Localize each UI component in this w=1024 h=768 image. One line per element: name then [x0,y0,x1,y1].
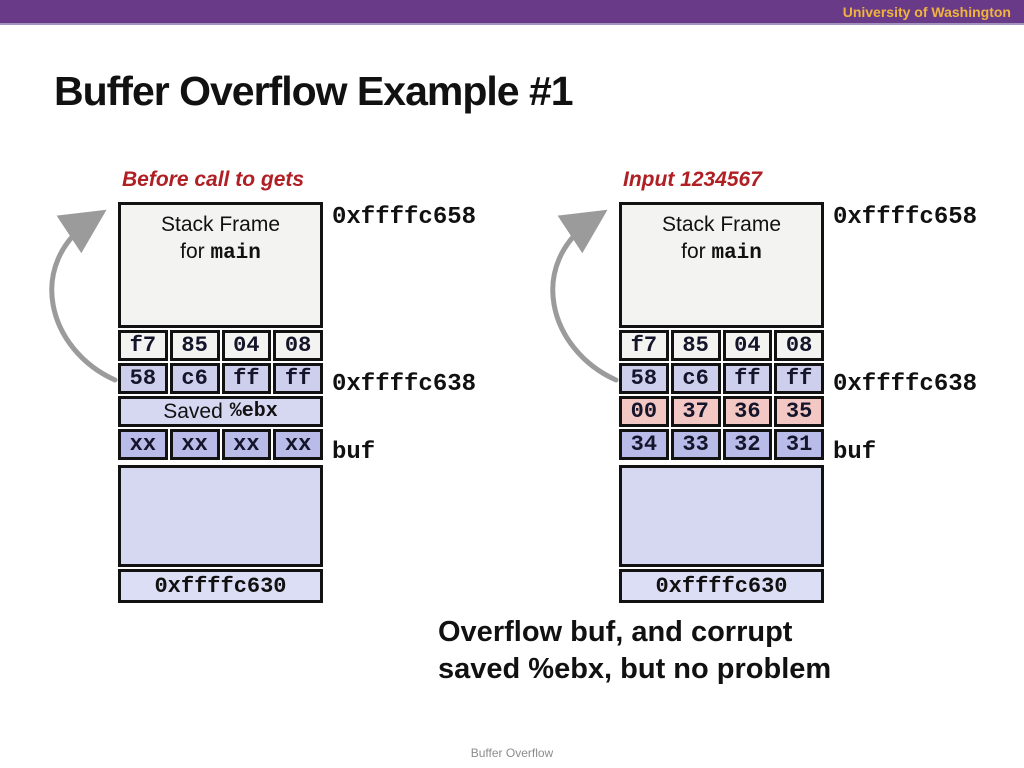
byte-cell: xx [118,429,168,460]
footer-slide-label: Buffer Overflow [470,746,554,760]
byte-cell: f7 [118,330,168,361]
byte-row: Saved %ebx [118,396,323,427]
address-label-top: 0xffffc658 [833,204,978,231]
conclusion-note-line1: Overflow buf, and corrupt [438,616,793,648]
byte-cell: 04 [722,330,773,361]
header-bar: University of Washington [0,0,1024,25]
byte-cell: c6 [169,363,220,394]
address-label-mid: 0xffffc638 [833,371,978,398]
conclusion-note-line2: saved %ebx, but no problem [438,653,832,685]
buf-label: buf [833,439,877,466]
frame-pointer-arrow-icon [49,209,118,383]
buffer-area [118,465,323,567]
byte-cell: 58 [118,363,168,394]
byte-cell: xx [273,429,323,460]
byte-cell: 00 [619,396,669,427]
byte-cell: 31 [774,429,824,460]
saved-label-prefix: Saved [163,399,223,423]
byte-cell: 85 [169,330,220,361]
address-label-top: 0xffffc658 [332,204,477,231]
byte-cell: 08 [774,330,824,361]
page-title: Buffer Overflow Example #1 [54,68,574,114]
byte-cell: ff [722,363,773,394]
byte-cell: 33 [670,429,721,460]
diagram-caption: Input 1234567 [623,168,762,191]
bottom-address-row: 0xffffc630 [619,569,824,603]
frame-title: Stack Frame [661,213,782,236]
byte-cell: 36 [722,396,773,427]
byte-cell: c6 [670,363,721,394]
byte-cell: xx [169,429,220,460]
frame-subtitle: for main [622,240,821,265]
address-label-mid: 0xffffc638 [332,371,477,398]
byte-cell: 85 [670,330,721,361]
frame-subtitle-code: main [711,242,762,265]
byte-cell: ff [774,363,824,394]
byte-cell: 08 [273,330,323,361]
byte-cell: ff [273,363,323,394]
stack-frame-box: Stack Frame for main [118,202,323,328]
buf-label: buf [332,439,376,466]
bottom-address-row: 0xffffc630 [118,569,323,603]
byte-cell: 34 [619,429,669,460]
byte-cell: 58 [619,363,669,394]
byte-cell: 32 [722,429,773,460]
byte-cell: 04 [221,330,272,361]
byte-cell: ff [221,363,272,394]
frame-subtitle-code: main [210,242,261,265]
byte-cell: 37 [670,396,721,427]
buffer-area [619,465,824,567]
stack-frame-box: Stack Frame for main [619,202,824,328]
frame-subtitle-prefix: for [681,240,706,263]
frame-pointer-arrow-icon [550,209,619,383]
frame-subtitle-prefix: for [180,240,205,263]
frame-subtitle: for main [121,240,320,265]
conclusion-note: Overflow buf, and corrupt saved %ebx, bu… [438,614,831,688]
stack-diagram-before: Before call to gets Stack Frame for main… [49,168,528,608]
saved-label-register: %ebx [229,400,278,423]
university-brand: University of Washington [842,3,1011,20]
frame-title: Stack Frame [160,213,281,236]
byte-cell: xx [221,429,272,460]
byte-cell: 35 [774,396,824,427]
diagram-caption: Before call to gets [122,168,305,191]
byte-cell: f7 [619,330,669,361]
